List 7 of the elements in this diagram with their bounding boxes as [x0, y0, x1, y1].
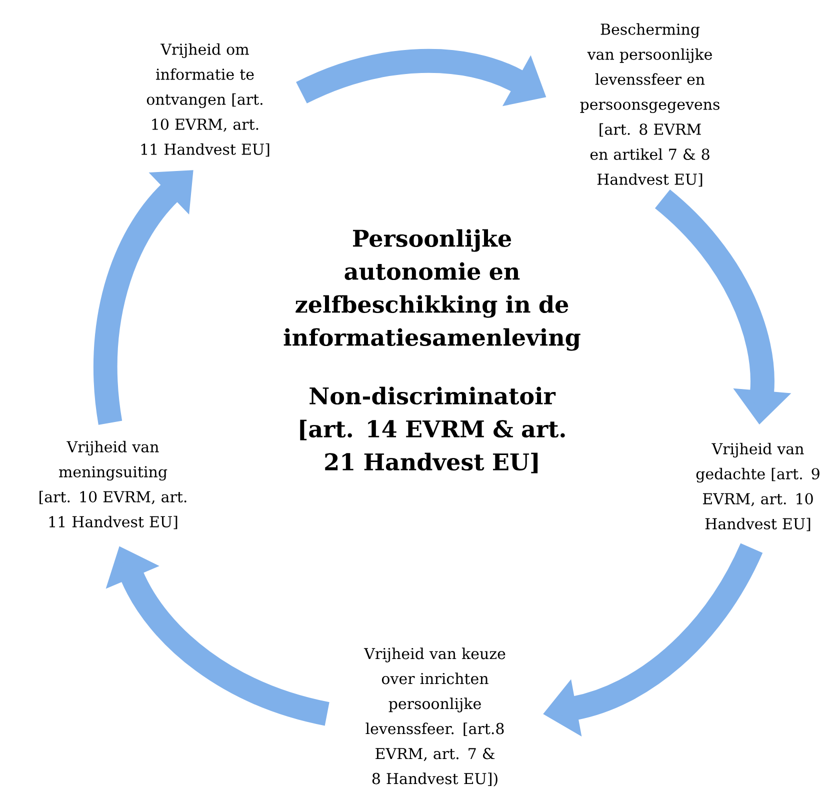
heading-text: Non-discriminatoir [art. 14 EVRM & art. 21 Handvest EU]	[300, 386, 565, 474]
right-text: Vrijheid om informatie te ontvangen [art. 10 EVRM, art. 11 Handvest EU]	[141, 43, 270, 157]
right-text: Vrijheid van gedachte [art. 9 EVRM, art. 10 Handvest EU]	[696, 442, 820, 532]
right-text: Vrijheid van meningsuiting [art. 10 EVRM, art. 11 Handvest EU]	[40, 440, 186, 530]
right-text: Bescherming van persoonlijke levenssfeer en persoonsgegevens [art. 8 EVRM en artikel 7 & 8 Handvest EU]	[580, 23, 720, 187]
heading-text: Persoonlijke autonomie en zelfbeschikking in de informatiesamenleving	[284, 229, 580, 351]
right-text: Vrijheid van keuze over inrichten persoonlijke levenssfeer. [art.8 EVRM, art. 7 & 8 Handvest EU])	[364, 648, 506, 786]
